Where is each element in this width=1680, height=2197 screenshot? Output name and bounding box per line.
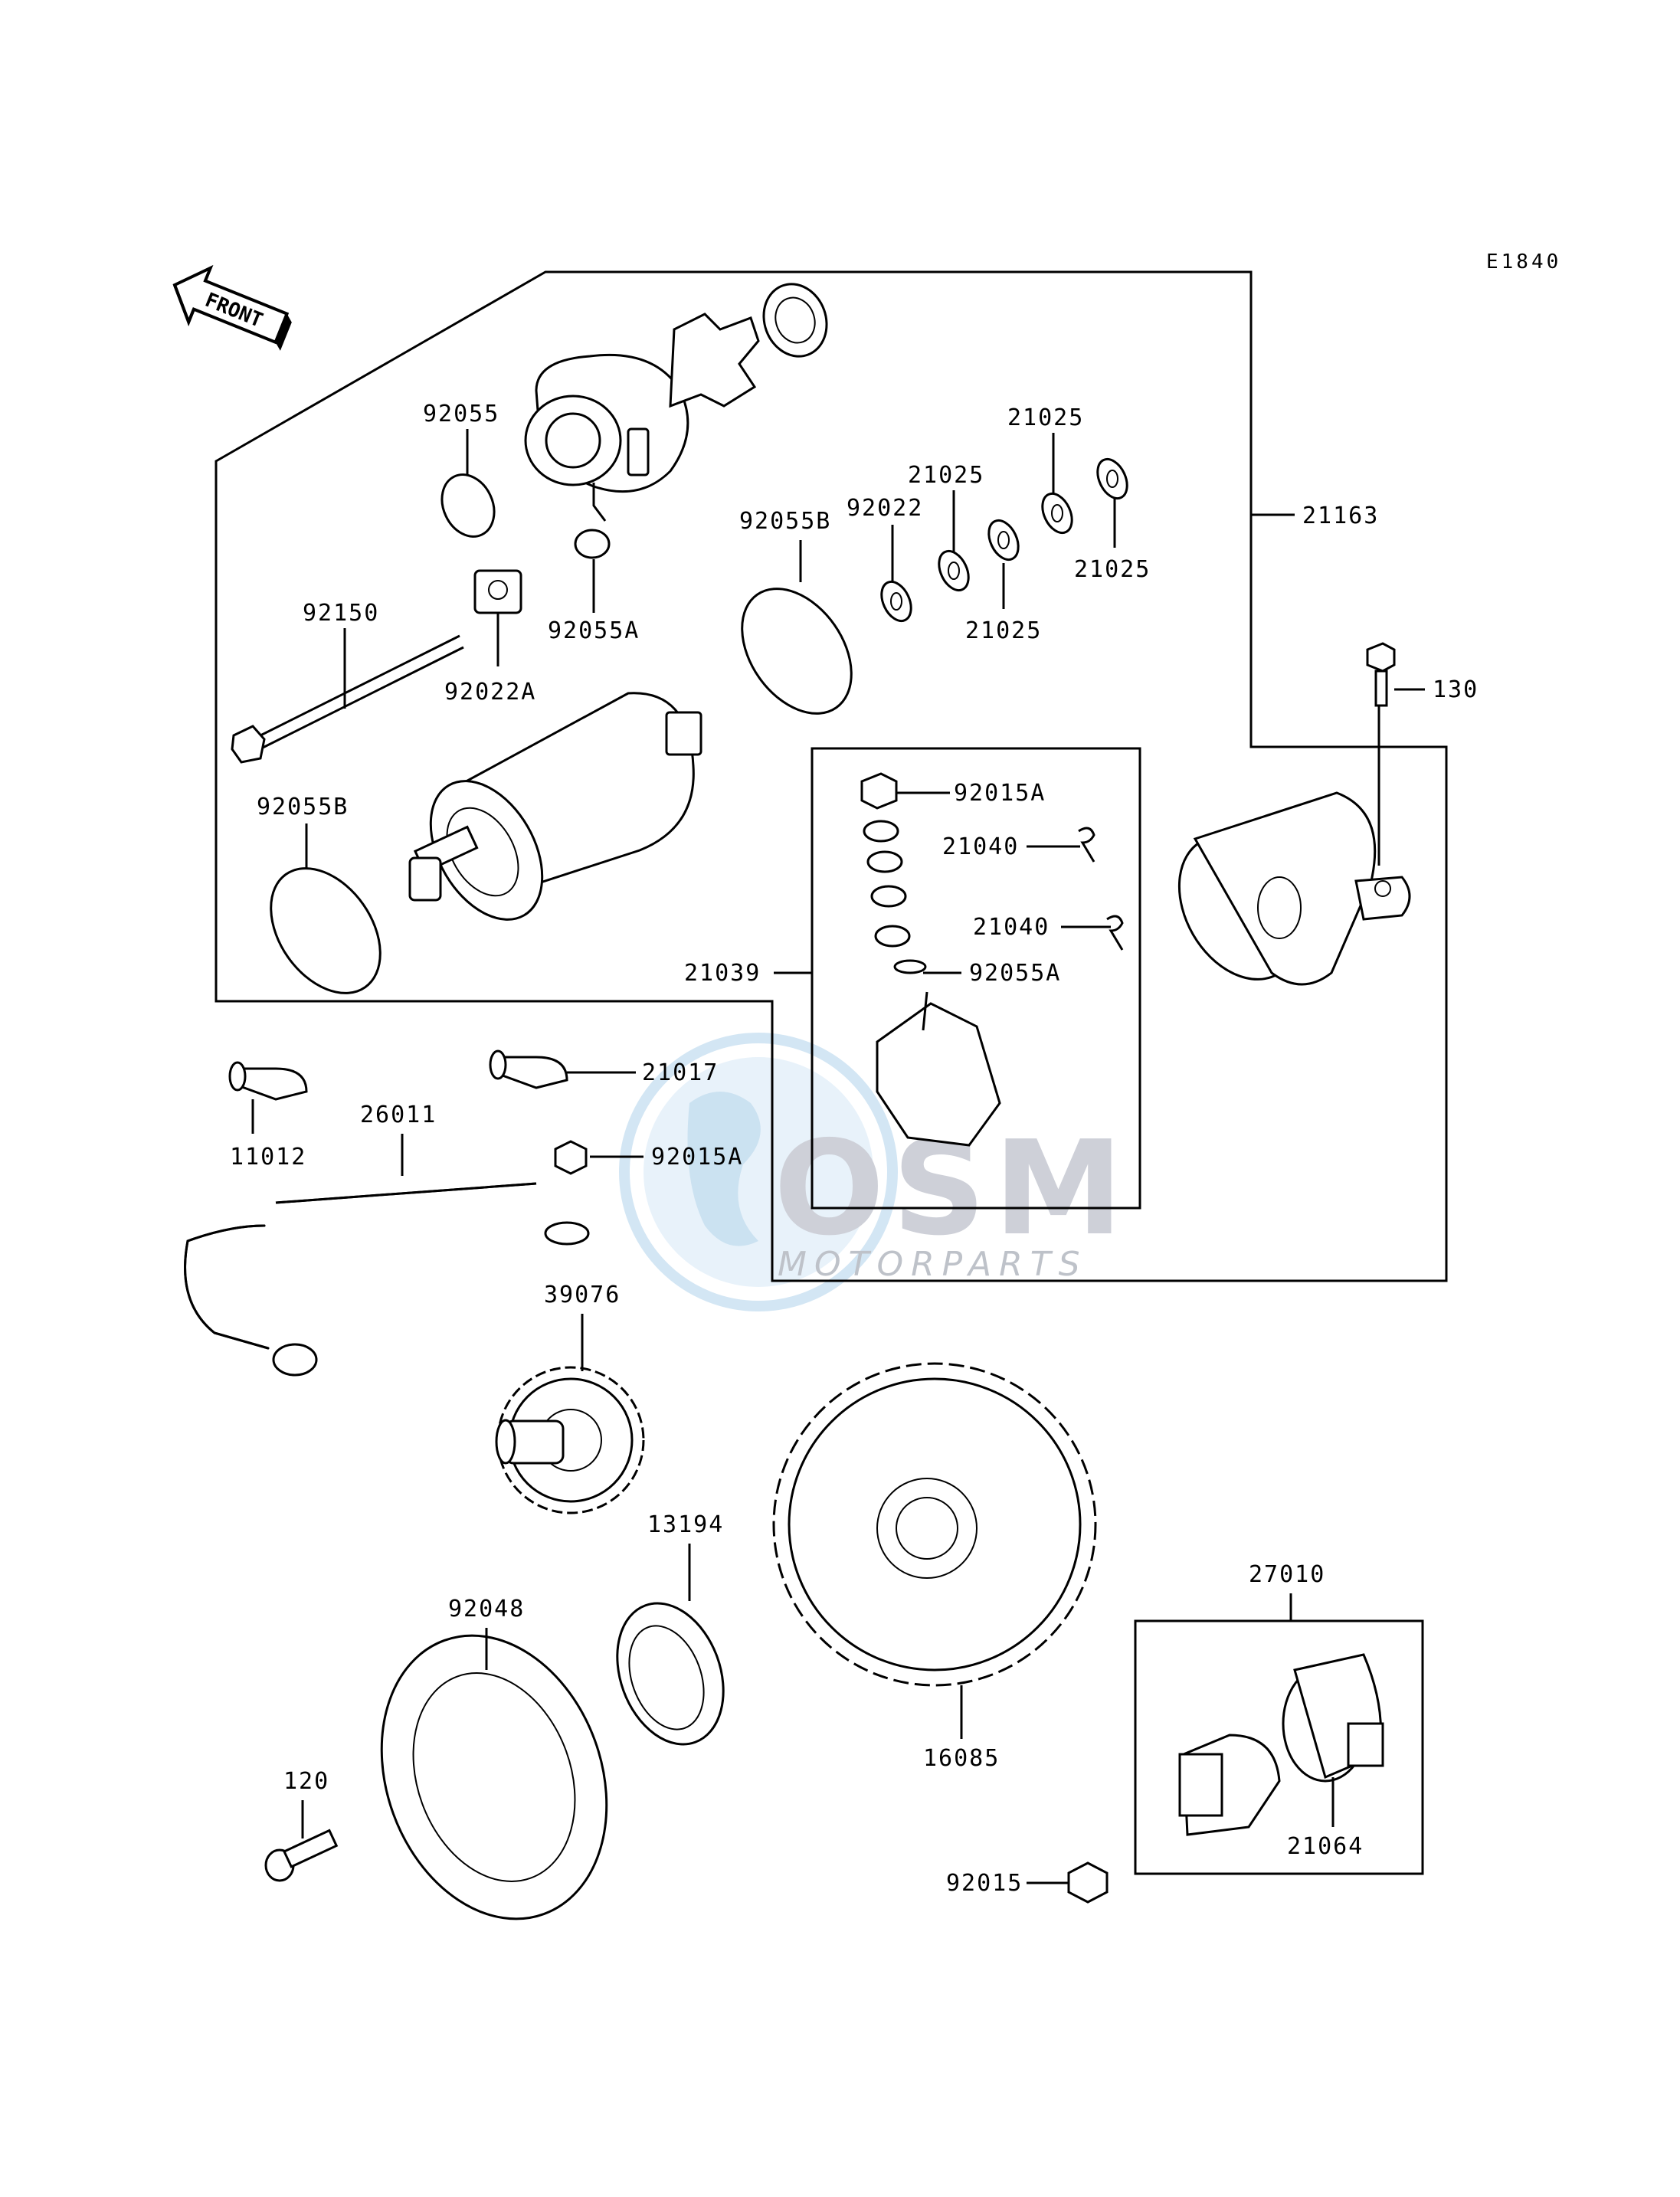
leader-lines xyxy=(251,429,1425,1884)
label-21025-b: 21025 xyxy=(1007,404,1084,431)
label-92150: 92150 xyxy=(303,600,379,627)
label-26011: 26011 xyxy=(360,1102,437,1128)
front-arrow-icon: FRONT xyxy=(172,264,292,351)
label-21025-c: 21025 xyxy=(1074,556,1151,583)
starter-relay-27010 xyxy=(1178,1653,1384,1836)
brush-holder-parts xyxy=(860,772,1124,1147)
flange-92048 xyxy=(380,1634,608,1920)
label-27010: 27010 xyxy=(1249,1561,1325,1588)
o-ring-92055a-top xyxy=(574,529,611,559)
label-21040-b: 21040 xyxy=(973,914,1050,941)
label-92055: 92055 xyxy=(423,401,499,427)
o-ring-92055 xyxy=(440,473,496,538)
starter-assembly-boundary xyxy=(215,270,1448,1282)
watermark-sub: MOTORPARTS xyxy=(778,1245,1088,1284)
label-92055b-top: 92055B xyxy=(739,508,831,535)
through-bolt xyxy=(231,634,464,764)
starter-gear-16085 xyxy=(772,1362,1097,1687)
label-13194: 13194 xyxy=(647,1511,724,1538)
bolt-130 xyxy=(1366,642,1396,707)
label-92015a-top: 92015A xyxy=(954,780,1046,807)
cable-caps xyxy=(228,1049,568,1101)
label-92055a-mid: 92055A xyxy=(969,960,1061,987)
label-130: 130 xyxy=(1433,676,1479,703)
label-21025-d: 21025 xyxy=(965,617,1042,644)
nut-92015a-mid xyxy=(554,1140,588,1175)
watermark-globe xyxy=(619,1033,898,1311)
label-16085: 16085 xyxy=(923,1745,1000,1772)
label-21025-a: 21025 xyxy=(908,462,984,489)
nut-92015 xyxy=(1067,1861,1109,1904)
label-21064: 21064 xyxy=(1287,1833,1364,1860)
label-92015: 92015 xyxy=(946,1870,1023,1897)
label-39076: 39076 xyxy=(544,1282,621,1308)
starter-end-cover xyxy=(524,353,689,493)
label-92055a-top: 92055A xyxy=(548,617,640,644)
label-21039: 21039 xyxy=(684,960,761,987)
starter-motor-body xyxy=(408,692,702,921)
idle-gear-39076 xyxy=(495,1366,645,1514)
relay-box xyxy=(1134,1619,1424,1875)
label-120: 120 xyxy=(283,1768,329,1795)
label-92015a-mid: 92015A xyxy=(651,1144,743,1171)
starter-cable-26011 xyxy=(184,1182,590,1377)
label-92048: 92048 xyxy=(448,1596,525,1622)
label-92022: 92022 xyxy=(847,495,923,522)
label-21163: 21163 xyxy=(1302,503,1379,529)
label-11012: 11012 xyxy=(230,1144,306,1171)
bolt-120 xyxy=(264,1829,339,1882)
label-21017: 21017 xyxy=(642,1059,719,1086)
starter-housing-21163 xyxy=(1177,791,1411,986)
o-ring-92055b-left xyxy=(270,867,382,994)
one-way-clutch-13194 xyxy=(616,1602,725,1746)
washer-stack xyxy=(880,457,1128,623)
label-92022a: 92022A xyxy=(444,679,536,706)
o-ring-92055b-top xyxy=(741,588,853,715)
label-92055b-left: 92055B xyxy=(257,794,349,820)
lock-plate xyxy=(669,313,760,408)
brush-holder-box xyxy=(811,747,1141,1210)
label-21040-a: 21040 xyxy=(942,833,1019,860)
diagram-code: E1840 xyxy=(1486,250,1561,273)
